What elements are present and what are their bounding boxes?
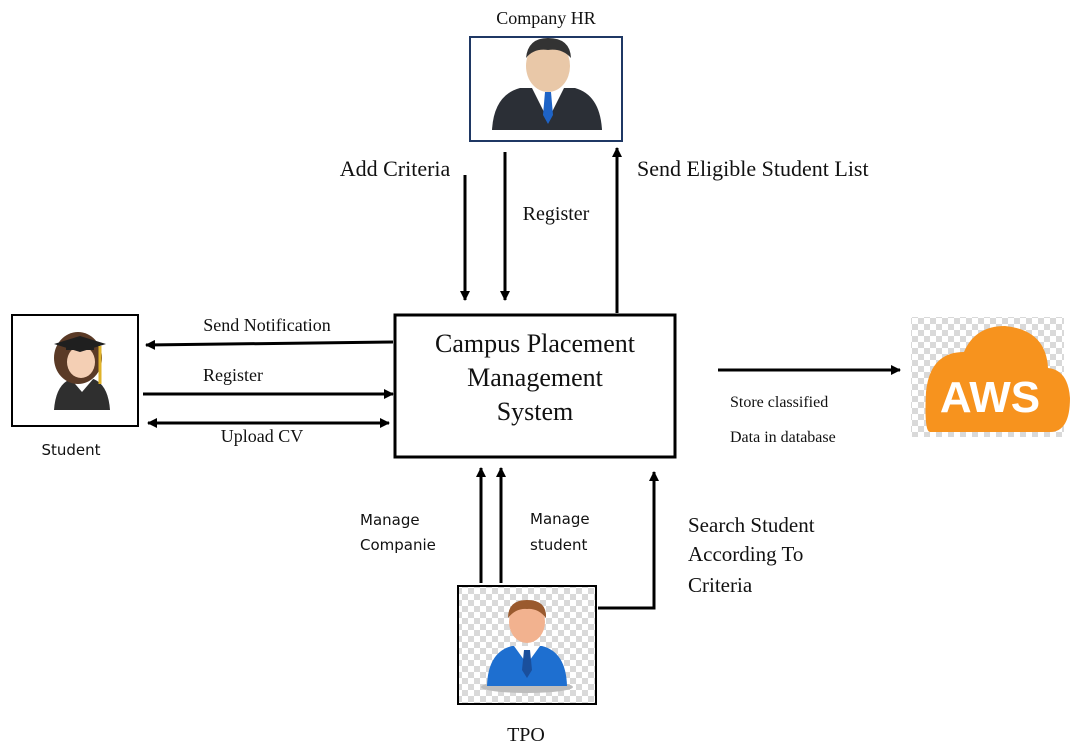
send-eligible-label: Send Eligible Student List [637,156,869,181]
manage-companie-label-line1: Manage [360,511,420,529]
businessman-icon [492,38,602,130]
system-title-line3: System [497,397,574,426]
system-title-line1: Campus Placement [435,329,636,358]
store-data-label-line1: Store classified [730,394,828,411]
manage-student-label-line2: student [530,536,587,554]
hr-label: Company HR [496,8,596,28]
manage-companie-label-line2: Companie [360,536,436,554]
system-title-line2: Management [467,363,604,392]
aws-logo-text: AWS [940,373,1040,422]
manage-student-label-line1: Manage [530,510,590,528]
search-student-label-line1: Search Student [688,513,815,537]
graduate-icon [54,332,110,410]
student-register-label: Register [203,365,263,385]
add-criteria-label: Add Criteria [340,156,451,181]
system-box [393,313,677,459]
search-student-arrow [598,471,659,610]
tpo-officer-icon [481,600,573,693]
search-student-label-line3: Criteria [688,573,753,597]
store-data-label-line2: Data in database [730,429,836,446]
student-label: Student [41,441,100,459]
tpo-label: TPO [507,724,545,746]
hr-register-label: Register [523,203,590,225]
upload-cv-label: Upload CV [221,426,304,446]
send-notification-arrow [145,339,394,350]
send-notification-label: Send Notification [203,315,330,335]
search-student-label-line2: According To [688,542,803,566]
aws-cloud-logo: AWS [925,326,1070,432]
